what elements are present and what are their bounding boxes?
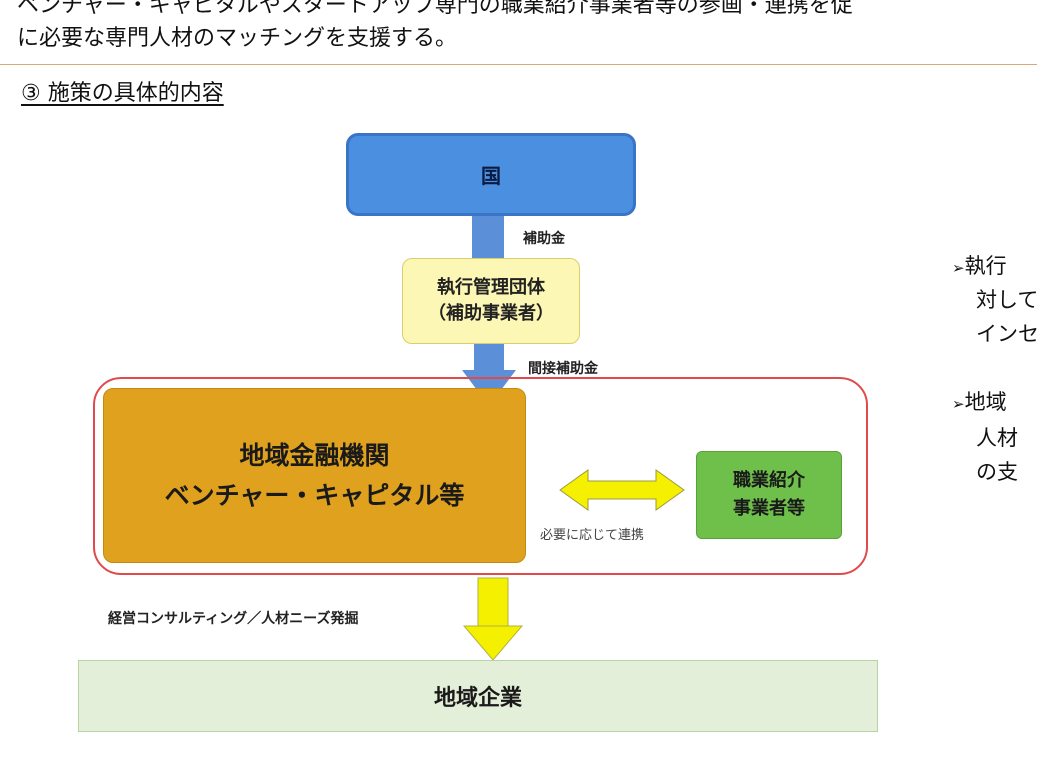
country-box: 国 <box>346 133 636 216</box>
side-note-2-line-2: 人材 <box>976 426 1018 450</box>
side-note-1-line-3: インセ <box>976 322 1037 346</box>
executing-body-line-1: 執行管理団体 <box>437 277 545 298</box>
bullet-icon: ➢ <box>952 259 965 277</box>
consulting-label: 経営コンサルティング／人材ニーズ発掘 <box>108 611 359 627</box>
cooperation-double-arrow <box>559 469 685 511</box>
consulting-arrow-head <box>462 625 524 661</box>
employment-agency-box: 職業紹介 事業者等 <box>696 451 842 539</box>
side-note-2-line-3: の支 <box>976 460 1018 484</box>
consulting-arrow-shaft <box>477 577 509 629</box>
subsidy-arrow-shaft <box>472 214 504 260</box>
subsidy-label: 補助金 <box>523 231 565 247</box>
side-note-2-line-1: ➢地域 <box>952 390 1007 414</box>
side-note-1-line-1: ➢執行 <box>952 254 1007 278</box>
agency-line-2: 事業者等 <box>733 498 805 519</box>
country-label: 国 <box>481 164 501 188</box>
intro-line-1: ベンチャー・キャピタルやスタートアップ専門の職業紹介事業者等の参画・連携を促 <box>17 0 853 18</box>
section-heading: ③ 施策の具体的内容 <box>21 81 224 106</box>
financial-line-2: ベンチャー・キャピタル等 <box>164 480 465 510</box>
local-companies-box: 地域企業 <box>78 660 878 732</box>
executing-body-box: 執行管理団体 （補助事業者） <box>402 258 580 344</box>
executing-body-line-2: （補助事業者） <box>428 303 554 324</box>
intro-box: ベンチャー・キャピタルやスタートアップ専門の職業紹介事業者等の参画・連携を促 に… <box>0 0 1037 65</box>
cooperation-frame <box>93 377 868 575</box>
financial-line-1: 地域金融機関 <box>239 440 390 470</box>
agency-line-1: 職業紹介 <box>733 470 805 491</box>
intro-line-2: に必要な専門人材のマッチングを支援する。 <box>17 26 458 51</box>
local-companies-label: 地域企業 <box>433 686 522 711</box>
indirect-subsidy-arrow-shaft <box>474 344 504 372</box>
bullet-icon: ➢ <box>952 395 965 413</box>
financial-institutions-box: 地域金融機関 ベンチャー・キャピタル等 <box>103 388 526 563</box>
cooperation-label: 必要に応じて連携 <box>540 528 645 543</box>
side-note-1-line-2: 対して <box>976 288 1037 312</box>
indirect-subsidy-label: 間接補助金 <box>528 361 598 377</box>
